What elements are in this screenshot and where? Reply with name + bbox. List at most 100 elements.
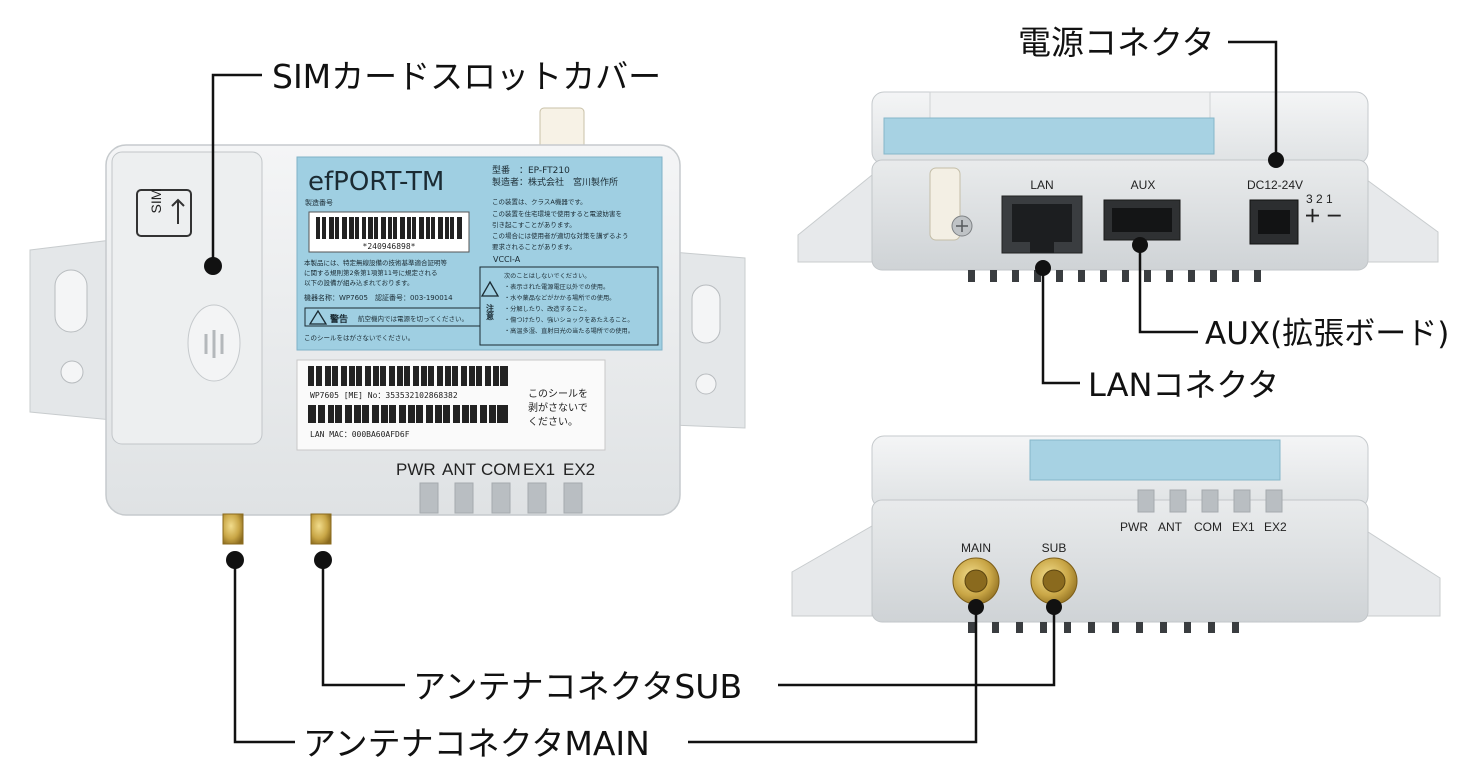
right-flange [1364,529,1441,617]
leader-antenna-sub-left [321,560,405,687]
led-label-ex2: EX2 [563,460,595,479]
led-window [527,482,547,514]
flange-slot-icon [54,269,88,333]
led-label-ex1: EX1 [1232,520,1255,534]
product-name: efPORT-TM [308,167,444,197]
led-window [491,482,511,514]
dot-power-connector [1268,152,1284,168]
top-label [929,91,1211,119]
caution-text: ・表示された電源電圧以外での使用。 [504,283,609,291]
dot-antenna-main [226,551,244,569]
vent-slots [968,270,1261,282]
dc-label: DC12-24V [1247,178,1303,192]
serial-barcode [316,217,462,239]
class-a-text: この装置を住宅環境で使用すると電波妨害を [492,209,622,218]
serial-heading: 製造番号 [305,198,333,207]
sim-icon [136,189,192,237]
caution-text: ・傷つけたり、強いショックをあたえること。 [504,316,634,324]
caution-text: ・高温多湿、直射日光の当たる場所での使用。 [504,327,634,335]
dot-antenna-main-right [968,599,984,615]
leader-power-connector [1228,40,1278,160]
led-label-ant: ANT [1158,520,1183,534]
antenna-connector-main [222,513,244,545]
leader-lan [1041,268,1080,385]
led-label-ex2: EX2 [1264,520,1287,534]
sim-text: SIM [148,189,164,214]
warning-label: 警告 [330,313,348,325]
led-windows [1137,489,1283,513]
callout-antenna-sub: アンテナコネクタSUB [413,667,742,706]
leader-antenna-sub-right [778,607,1056,687]
sub-sma-center [1042,569,1066,593]
caution-text: ・水や薬品などがかかる場所での使用。 [504,294,615,302]
seal-note: このシールをはがさないでください。 [304,333,414,342]
caution-text: ・分解したり、改造すること。 [504,305,590,313]
flange-hole-icon [60,360,84,384]
class-a-text: この装置は、クラスA機器です。 [492,197,587,206]
cert-text: に関する規則第2条第1項第11号に規定される [304,268,438,277]
mac-barcode [308,405,508,423]
class-a-text: 引き起こすことがあります。 [492,220,576,229]
leader-sim-cover [211,73,262,266]
main-label: MAIN [961,541,991,555]
aux-port-opening [1112,208,1172,232]
sim-card-cover [111,151,263,445]
caution-label: 注意 [486,303,495,321]
sticker-note: 剥がさないで [528,401,588,414]
leader-antenna-main-left [233,560,295,744]
leader-lines [211,40,1278,744]
imei-barcode [308,366,508,386]
screw-cross-icon [956,220,968,232]
vent-slots [968,622,1239,633]
antenna-connector-sub [310,513,332,545]
front-device: SIM efPORT-TM 型番 ：EP-FT210 製造者：株式会社 宮川製作… [29,107,746,545]
right-bottom-device: PWR ANT COM EX1 EX2 MAIN SUB [791,435,1441,633]
led-label-com: COM [1194,520,1222,534]
serial-number: *240946898* [363,242,416,251]
led-label-com: COM [481,460,521,479]
dot-aux [1132,237,1148,253]
left-flange [797,173,873,263]
leader-aux [1138,245,1198,334]
leader-antenna-main-right [688,607,978,744]
model-line: 型番 ：EP-FT210 [492,164,570,176]
callout-aux: AUX(拡張ボード) [1205,316,1449,352]
arrow-icon [171,198,185,224]
leader-dots [204,152,1284,615]
callout-antenna-main: アンテナコネクタMAIN [303,724,650,763]
right-flange [1366,179,1439,263]
caution-icon [480,280,500,297]
warning-icon [308,309,328,325]
power-connector-socket [1258,210,1290,234]
callout-lan: LANコネクタ [1088,366,1279,404]
device-side [871,499,1369,623]
mac-line: LAN MAC：000BA60AFD6F [310,430,410,439]
led-label-pwr: PWR [396,460,436,479]
flange-slot-icon [691,284,721,344]
sticker-note: ください。 [528,416,578,428]
dot-antenna-sub-right [1046,599,1062,615]
pin-numbers: 3 2 1 [1306,192,1333,206]
dot-sim-cover [204,257,222,275]
dot-antenna-sub [314,551,332,569]
led-label-ex1: EX1 [523,460,555,479]
caution-box [479,266,659,346]
cert-text: 本製品には、特定無線設備の技術基準適合証明等 [304,258,448,267]
led-window [419,482,439,514]
left-flange [791,525,873,617]
vcci-text: VCCI-A [493,255,521,264]
imei-line: WP7605 [ME] No：353532102868382 [310,391,458,400]
flange-hole-icon [695,373,717,395]
side-blue-label [883,117,1215,155]
right-top-device: LAN AUX DC12-24V 3 2 1 ＋ － [797,91,1439,282]
maker-line: 製造者：株式会社 宮川製作所 [492,176,618,188]
aux-label: AUX [1131,178,1156,192]
grip-ridges-icon [204,330,224,358]
led-label-pwr: PWR [1120,520,1148,534]
lan-label: LAN [1030,178,1053,192]
callout-sim-cover: SIMカードスロットカバー [272,57,661,96]
warning-text: 航空機内では電源を切ってください。 [358,314,468,323]
led-window [563,482,583,514]
class-a-text: 要求されることがあります。 [492,242,576,251]
